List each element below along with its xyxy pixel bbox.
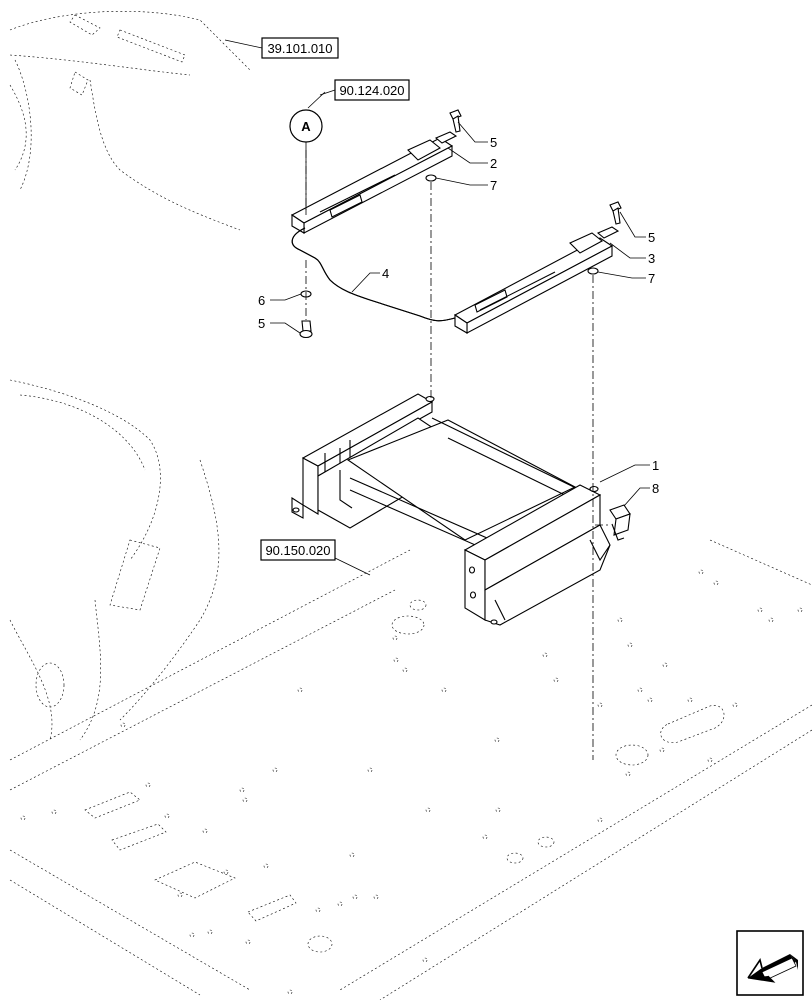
bolt-5-top (449, 109, 462, 133)
part-label-5-right: 5 (648, 230, 655, 245)
part-label-7-right: 7 (648, 271, 655, 286)
part-label-1: 1 (652, 458, 659, 473)
detail-callout-a[interactable]: A (289, 91, 326, 215)
adjustment-rod (291, 227, 456, 322)
background-floor-plate (9, 539, 812, 1000)
reference-label-left: 90.150.020 (265, 543, 330, 558)
part-label-5-bottom: 5 (258, 316, 265, 331)
part-label-8: 8 (652, 481, 659, 496)
part-label-2: 2 (490, 156, 497, 171)
reference-label-mid: 90.124.020 (339, 83, 404, 98)
reference-label-top: 39.101.010 (267, 41, 332, 56)
bolt-5-bottom (299, 320, 313, 339)
seat-slide-rail-left (290, 131, 458, 234)
part-label-6: 6 (258, 293, 265, 308)
part-labels: 5 2 7 5 3 7 4 6 5 1 8 (258, 121, 659, 507)
seat-support-frame (291, 393, 611, 626)
part-label-3: 3 (648, 251, 655, 266)
part-label-7-top: 7 (490, 178, 497, 193)
bolt-8 (609, 504, 631, 541)
part-label-4: 4 (382, 266, 389, 281)
reference-box-mid[interactable]: 90.124.020 (319, 79, 410, 101)
reference-box-top[interactable]: 39.101.010 (224, 37, 339, 59)
arrow-left-down-icon[interactable] (736, 930, 804, 996)
reference-box-left[interactable]: 90.150.020 (260, 539, 371, 576)
background-cab-outline (9, 11, 251, 741)
bolt-5-right (609, 201, 622, 225)
callout-a-label: A (301, 119, 311, 134)
part-label-5-top: 5 (490, 135, 497, 150)
seat-slide-rail-right (453, 226, 620, 334)
